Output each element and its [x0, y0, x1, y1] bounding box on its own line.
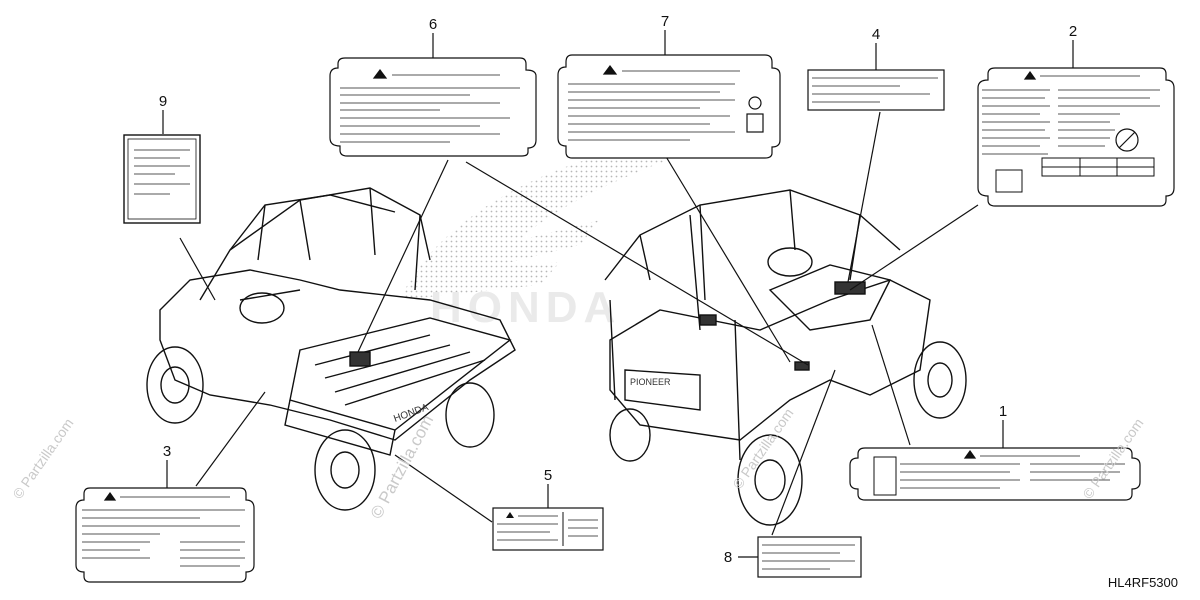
vehicle-badge: PIONEER [630, 377, 671, 387]
callout-6: 6 [429, 16, 437, 33]
callout-8: 8 [724, 549, 732, 566]
callout-9: 9 [159, 93, 167, 110]
label-9-sticker[interactable] [123, 134, 201, 224]
callout-1: 1 [999, 403, 1007, 420]
callout-4: 4 [872, 26, 880, 43]
label-1-sticker[interactable] [849, 447, 1141, 501]
diagram-code: HL4RF5300 [1107, 575, 1178, 590]
label-7-sticker[interactable] [557, 54, 781, 159]
leader-lines [162, 30, 1074, 558]
label-2-sticker[interactable] [977, 67, 1175, 207]
vehicle-left-drawing: HONDA [146, 187, 516, 511]
callout-3: 3 [163, 443, 171, 460]
label-8-sticker[interactable] [757, 536, 862, 578]
label-3-sticker[interactable] [75, 487, 255, 583]
callout-7: 7 [661, 13, 669, 30]
callout-2: 2 [1069, 23, 1077, 40]
watermark-left: © Partzilla.com [9, 415, 76, 501]
brand-watermark: HONDA [430, 283, 621, 332]
callout-5: 5 [544, 467, 552, 484]
watermark-main: © Partzilla.com [367, 412, 438, 522]
label-5-sticker[interactable] [492, 507, 604, 551]
vehicle-right-drawing: PIONEER [604, 189, 967, 526]
label-4-sticker[interactable] [807, 69, 945, 111]
label-6-sticker[interactable] [329, 57, 537, 157]
